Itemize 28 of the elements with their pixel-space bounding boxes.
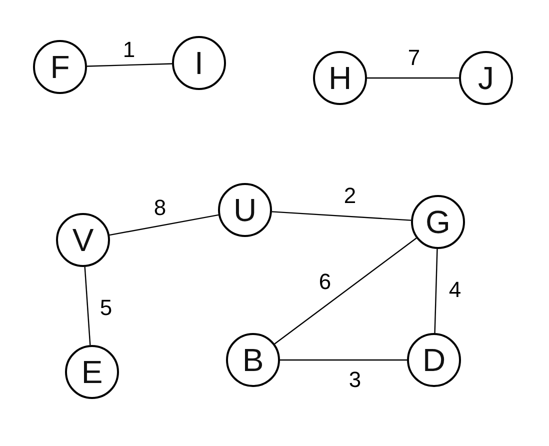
edge-line [84, 266, 91, 346]
edge-line [434, 248, 438, 334]
graph-vertex [407, 333, 461, 387]
graph-vertex [33, 40, 87, 94]
graph-vertex [226, 333, 280, 387]
graph-vertex [56, 213, 110, 267]
vertex-label: G [426, 204, 450, 240]
vertex-label: U [233, 192, 257, 228]
edge-line [280, 359, 407, 361]
graph-vertex [313, 51, 367, 105]
edge-line [274, 238, 417, 344]
vertex-label: H [328, 60, 352, 96]
graph-vertex [411, 195, 465, 249]
vertex-label: J [478, 60, 494, 96]
edge-line [272, 211, 412, 221]
vertex-label: B [242, 342, 264, 378]
vertex-label: E [81, 354, 103, 390]
vertex-label: F [50, 48, 70, 86]
vertex-label: D [422, 342, 446, 378]
graph-vertex [459, 51, 513, 105]
edge-line [367, 77, 459, 79]
graph-vertex [218, 183, 272, 237]
graph-vertex [172, 36, 226, 90]
vertex-label: V [72, 222, 94, 258]
graph-vertex [65, 345, 119, 399]
edge-line [109, 214, 219, 236]
vertex-label: I [194, 44, 204, 82]
edge-line [86, 63, 172, 67]
